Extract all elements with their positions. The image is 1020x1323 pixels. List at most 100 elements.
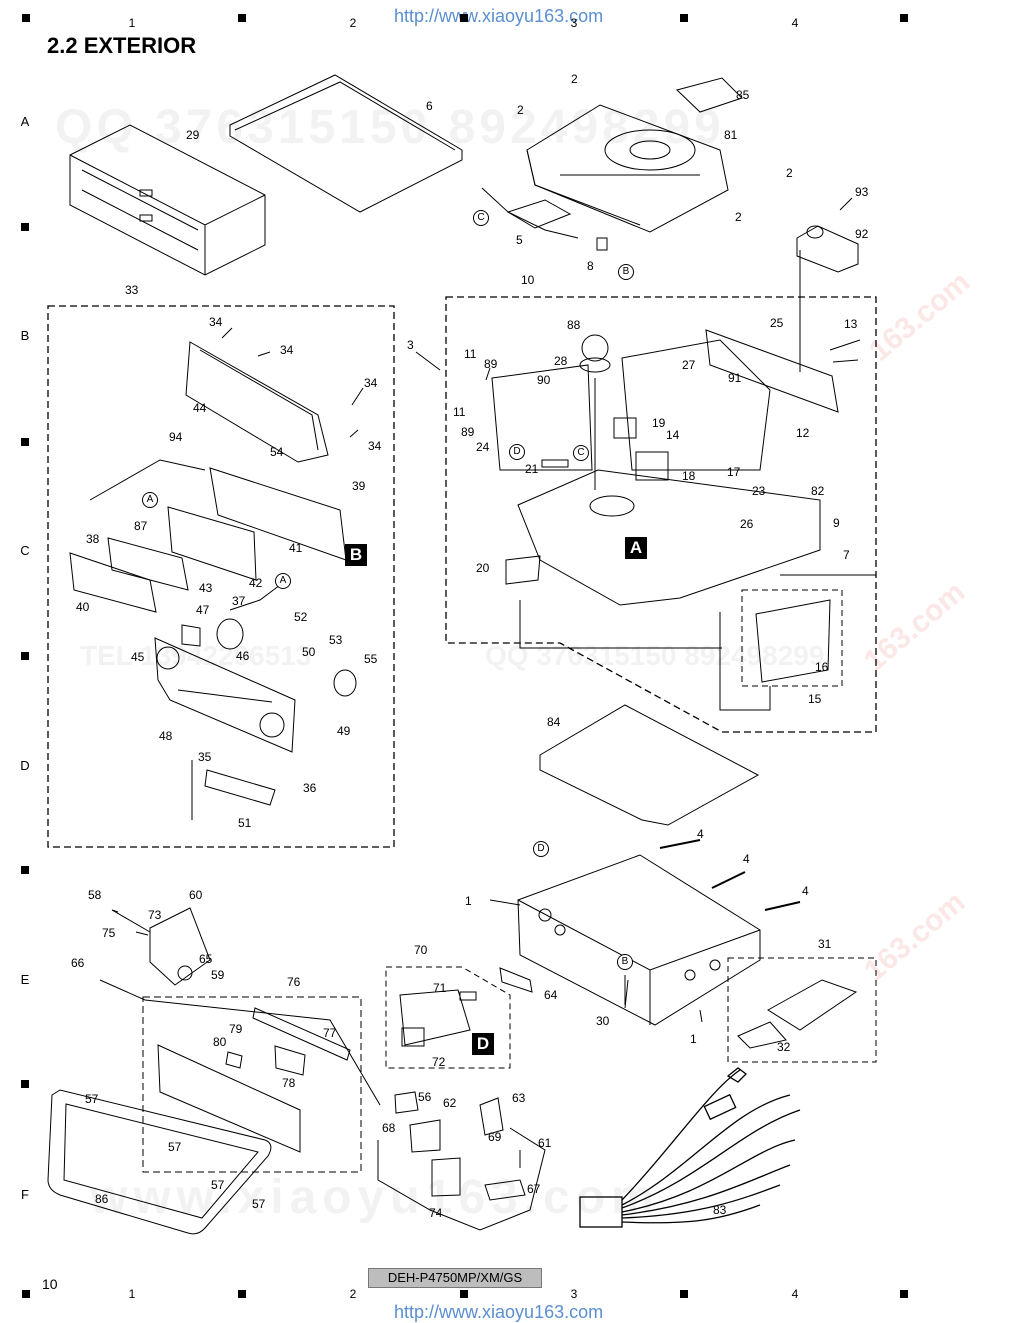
part-label: 40: [76, 600, 90, 614]
part-label: 2: [786, 166, 793, 180]
part-label: 47: [196, 603, 210, 617]
grid-marker: [21, 1080, 29, 1088]
part-label: 52: [294, 610, 308, 624]
part-label: 58: [88, 888, 102, 902]
part-label: 17: [727, 465, 741, 479]
part-label: 37: [232, 594, 246, 608]
part-label: 36: [303, 781, 317, 795]
part-label: 43: [199, 581, 213, 595]
circled-ref: B: [617, 954, 633, 970]
part-label: 71: [433, 981, 447, 995]
part-8: [596, 237, 608, 251]
part-label: 77: [323, 1026, 337, 1040]
part-label: 55: [364, 652, 378, 666]
group-a: [491, 329, 876, 711]
part-label: 23: [752, 484, 766, 498]
part-label: 18: [682, 469, 696, 483]
part-label: 89: [484, 357, 498, 371]
part-label: 34: [368, 439, 382, 453]
part-label: 74: [429, 1206, 443, 1220]
grille-76: [157, 1007, 351, 1153]
part-label: 35: [198, 750, 212, 764]
chassis: [517, 854, 761, 1026]
watermark: QQ 376315150 892498299: [485, 640, 825, 671]
group-d: [399, 967, 533, 1047]
part-label: 27: [682, 358, 696, 372]
part-5: [506, 199, 572, 229]
part-label: 7: [843, 548, 850, 562]
grid-marker: [21, 223, 29, 231]
part-label: 44: [193, 401, 207, 415]
harness-83: [579, 1067, 801, 1228]
assembly-box-10: [445, 296, 877, 733]
page-number: 10: [42, 1276, 58, 1292]
part-label: 94: [169, 430, 183, 444]
grid-col-3: 3: [570, 16, 578, 30]
assembly-box-76: [142, 996, 362, 1173]
footer-url[interactable]: http://www.xiaoyu163.com: [394, 1302, 604, 1322]
grid-marker: [680, 1290, 688, 1298]
part-label: 16: [815, 660, 829, 674]
part-label: 57: [168, 1140, 182, 1154]
part-label: 3: [407, 338, 414, 352]
part-label: 54: [270, 445, 284, 459]
grid-marker: [22, 1290, 30, 1298]
part-label: 51: [238, 816, 252, 830]
part-label: 11: [464, 347, 477, 361]
assembly-box-33: [47, 305, 395, 848]
grid-col-3-bottom: 3: [570, 1287, 578, 1301]
part-92: [796, 225, 859, 273]
part-label: 8: [587, 259, 594, 273]
mechanism-81: [526, 77, 743, 233]
part-label: 76: [287, 975, 301, 989]
part-label: 25: [770, 316, 784, 330]
part-label: 92: [855, 227, 869, 241]
grid-row-c: C: [20, 543, 30, 558]
grid-marker: [900, 14, 908, 22]
sheet-6: [229, 74, 463, 213]
part-label: 72: [432, 1055, 446, 1069]
bracket-group-74: [377, 1091, 546, 1231]
model-label: DEH-P4750MP/XM/GS: [368, 1268, 542, 1288]
part-label: 64: [544, 988, 558, 1002]
part-label: 49: [337, 724, 351, 738]
grid-marker: [21, 438, 29, 446]
page-title: 2.2 EXTERIOR: [47, 33, 197, 58]
part-label: 59: [211, 968, 225, 982]
part-label: 79: [229, 1022, 243, 1036]
section-marker-b: B: [345, 544, 367, 566]
grid-col-4-bottom: 4: [791, 1287, 799, 1301]
part-label: 89: [461, 425, 475, 439]
grid-marker: [680, 14, 688, 22]
circled-ref: D: [509, 444, 525, 460]
part-label: 48: [159, 729, 173, 743]
part-label: 90: [537, 373, 551, 387]
section-marker-a: A: [625, 537, 647, 559]
part-label: 39: [352, 479, 366, 493]
part-label: 69: [488, 1130, 502, 1144]
part-label: 38: [86, 532, 100, 546]
part-label: 5: [516, 233, 523, 247]
header-url[interactable]: http://www.xiaoyu163.com: [394, 6, 604, 26]
part-label: 1: [690, 1032, 697, 1046]
part-label: 24: [476, 440, 490, 454]
screw-93: [839, 197, 853, 211]
part-label: 57: [211, 1178, 225, 1192]
part-label: 86: [95, 1192, 109, 1206]
part-label: 56: [418, 1090, 432, 1104]
part-label: 34: [280, 343, 294, 357]
grid-marker: [21, 652, 29, 660]
part-label: 2: [735, 210, 742, 224]
assembly-box-70: [385, 966, 511, 1069]
part-label: 21: [525, 462, 539, 476]
part-label: 31: [818, 937, 832, 951]
part-label: 6: [426, 99, 433, 113]
part-label: 29: [186, 128, 200, 142]
grid-row-a: A: [20, 114, 30, 129]
part-label: 4: [802, 884, 809, 898]
part-label: 12: [796, 426, 810, 440]
part-label: 88: [567, 318, 581, 332]
part-label: 46: [236, 649, 250, 663]
part-label: 83: [713, 1203, 727, 1217]
